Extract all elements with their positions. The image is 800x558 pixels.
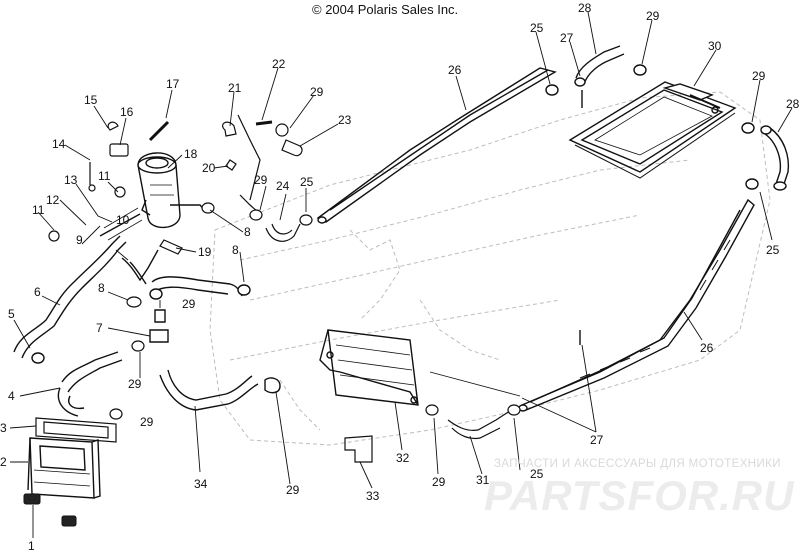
callout-11b: 11 — [98, 169, 111, 183]
callout-29d: 29 — [128, 377, 142, 391]
copyright-notice: © 2004 Polaris Sales Inc. — [312, 2, 459, 17]
callout-30: 30 — [708, 39, 722, 53]
callout-21: 21 — [228, 81, 242, 95]
callout-19: 19 — [198, 245, 212, 259]
callout-34: 34 — [194, 477, 208, 491]
callout-28a: 28 — [578, 1, 592, 15]
callout-25b: 25 — [530, 21, 544, 35]
callout-23: 23 — [338, 113, 352, 127]
callout-29b: 29 — [254, 173, 268, 187]
callout-29g: 29 — [432, 475, 446, 489]
callout-25a: 25 — [300, 175, 314, 189]
callout-9: 9 — [76, 233, 83, 247]
part-26-lower-tube — [518, 198, 755, 412]
callout-29a: 29 — [310, 85, 324, 99]
callout-4: 4 — [8, 389, 15, 403]
callout-28b: 28 — [786, 97, 800, 111]
callout-33: 33 — [366, 489, 380, 503]
callout-27a: 27 — [560, 31, 574, 45]
callout-13: 13 — [64, 173, 78, 187]
callout-11a: 11 — [32, 203, 45, 217]
callout-15: 15 — [84, 93, 98, 107]
part-26-upper-tube — [316, 67, 557, 224]
callout-17: 17 — [166, 77, 180, 91]
callout-26a: 26 — [448, 63, 462, 77]
callout-3: 3 — [0, 421, 7, 435]
callout-2: 2 — [0, 455, 7, 469]
callout-7: 7 — [96, 321, 103, 335]
callout-29e: 29 — [140, 415, 154, 429]
watermark-tagline: ЗАПЧАСТИ И АКСЕССУАРЫ ДЛЯ МОТОТЕХНИКИ — [494, 458, 781, 470]
callout-8b: 8 — [232, 243, 239, 257]
callout-16: 16 — [120, 105, 134, 119]
callout-1: 1 — [28, 539, 35, 553]
callout-12: 12 — [46, 193, 60, 207]
callout-29i: 29 — [752, 69, 766, 83]
part-3-gasket — [35, 417, 117, 443]
callout-32: 32 — [396, 451, 410, 465]
callout-14: 14 — [52, 137, 66, 151]
callout-27b: 27 — [590, 433, 604, 447]
callout-29c: 29 — [182, 297, 196, 311]
part-18-pump-housing — [137, 152, 207, 229]
hoses-right — [429, 45, 790, 397]
callout-29f: 29 — [286, 483, 300, 497]
watermark-logo: PARTSFOR.RU — [484, 472, 795, 519]
chassis-ghost-outline — [209, 91, 771, 446]
part-33-clip — [344, 435, 373, 463]
callout-24: 24 — [276, 179, 290, 193]
callout-25d: 25 — [530, 467, 544, 481]
callout-5: 5 — [8, 307, 15, 321]
callout-18: 18 — [184, 147, 198, 161]
callout-31: 31 — [476, 473, 490, 487]
callout-22: 22 — [272, 57, 286, 71]
hoses-left — [13, 207, 159, 417]
callout-26b: 26 — [700, 341, 714, 355]
callout-25c: 25 — [766, 243, 780, 257]
part-30-heat-exchanger — [568, 81, 737, 179]
small-parts — [48, 114, 521, 440]
callout-8c: 8 — [244, 225, 251, 239]
callout-6: 6 — [34, 285, 41, 299]
part-2-cooler — [27, 437, 101, 499]
part-32-bracket — [319, 329, 419, 406]
callout-20: 20 — [202, 161, 216, 175]
hoses-center — [149, 276, 281, 411]
leader-lines — [9, 11, 793, 538]
callout-29h: 29 — [646, 9, 660, 23]
callout-8a: 8 — [98, 281, 105, 295]
callout-10: 10 — [116, 213, 130, 227]
part-1-fittings — [23, 493, 77, 527]
